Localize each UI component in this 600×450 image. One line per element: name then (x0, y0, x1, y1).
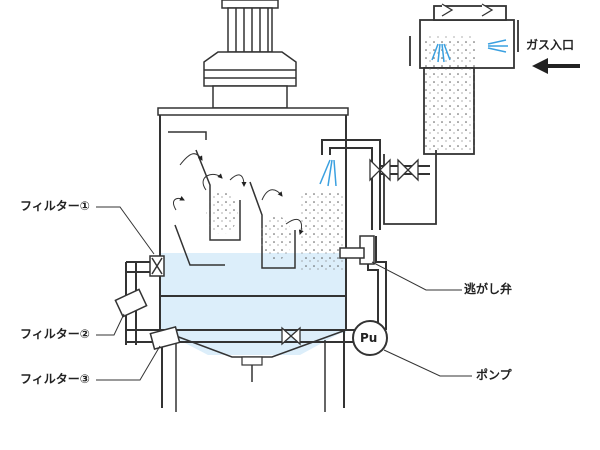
relief-valve-label: 逃がし弁 (464, 282, 513, 296)
pump-symbol: Pu (360, 331, 378, 345)
gas-inlet-label: ガス入口 (526, 38, 575, 52)
gate-valve-icon (281, 3, 494, 346)
relief-valve (339, 235, 375, 265)
filter-1 (149, 255, 165, 277)
spray-nozzles (319, 39, 508, 187)
flow-arrows (173, 153, 304, 235)
motor (203, 0, 297, 109)
leader-lines (96, 206, 472, 381)
filter-3 (149, 325, 181, 351)
duct-dust (425, 36, 475, 152)
arrow-left-icon (532, 58, 580, 74)
dust-zones (206, 190, 344, 270)
filter2-label: フィルター② (20, 327, 90, 341)
baffles (168, 131, 296, 269)
filter-2 (114, 288, 148, 318)
filter1-label: フィルター① (20, 199, 90, 213)
pump-icon (352, 320, 388, 356)
pump-label: ポンプ (476, 368, 512, 382)
filter3-label: フィルター③ (20, 372, 90, 386)
